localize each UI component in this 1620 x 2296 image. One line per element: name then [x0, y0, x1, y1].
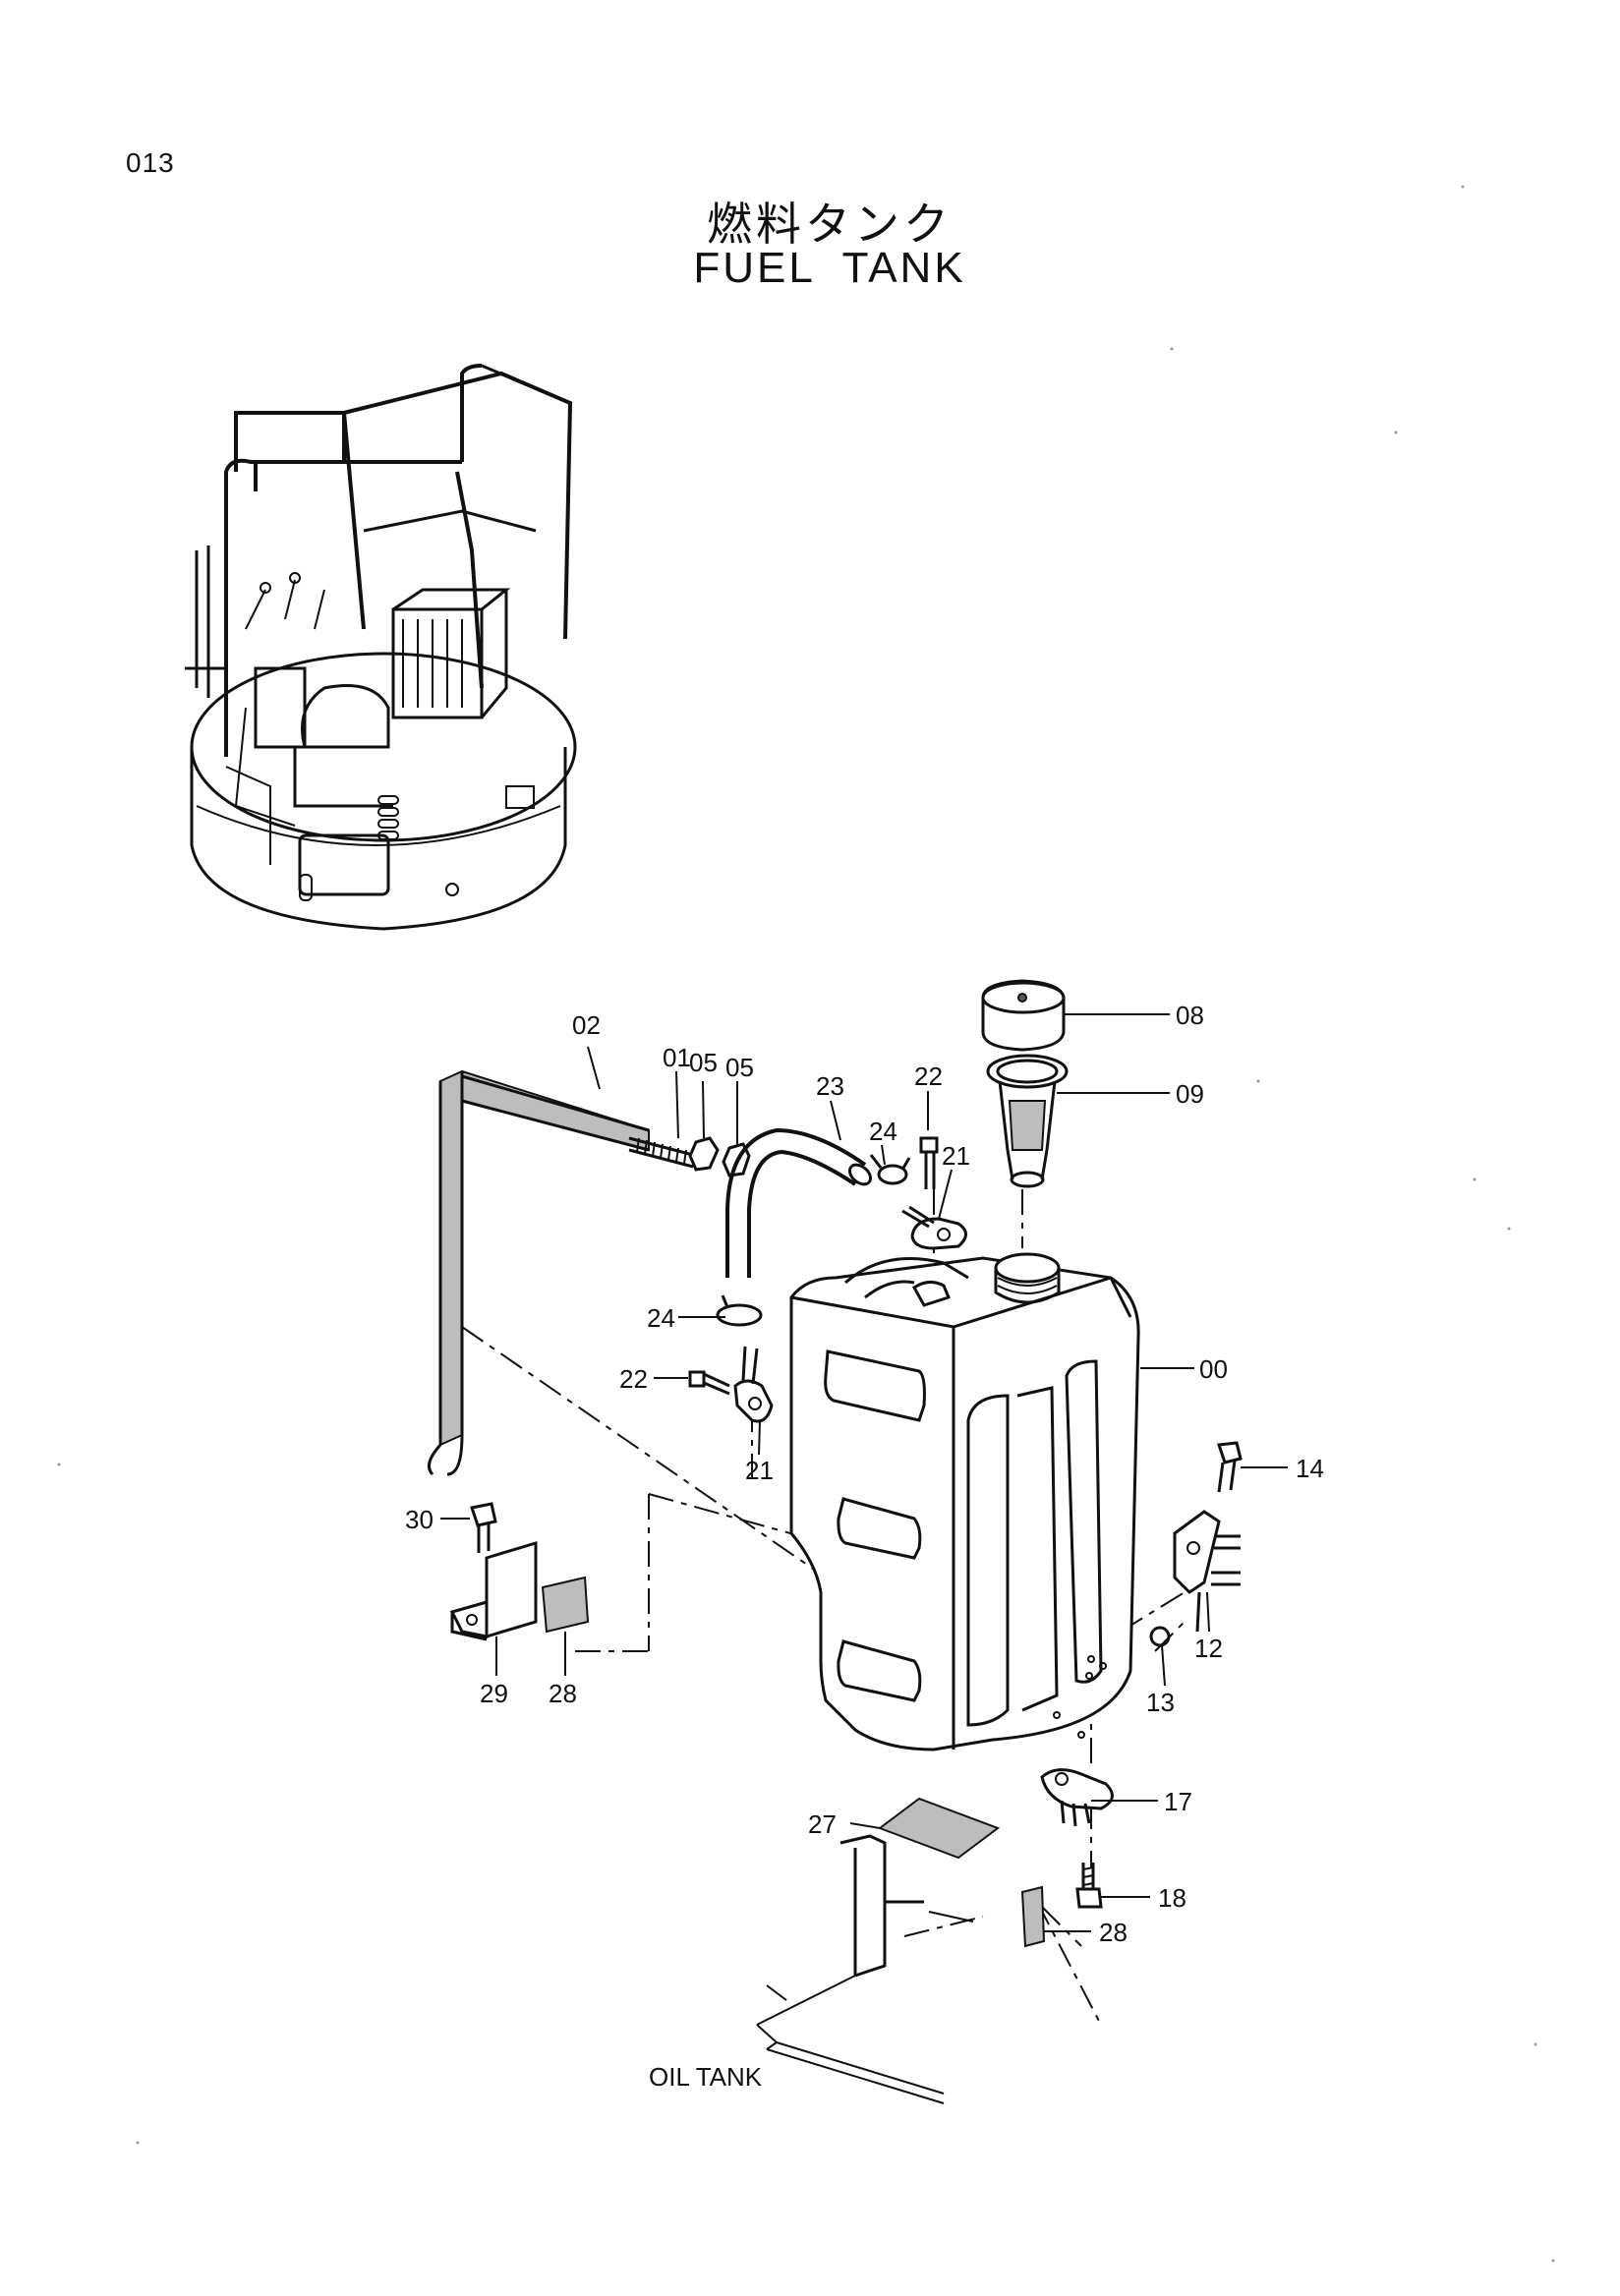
- callout-24-side: 24: [647, 1303, 675, 1333]
- callout-labels: 02 01 05 05 23 22 24 21 08 09 00 24 22 2…: [405, 1001, 1324, 2092]
- callout-24-top: 24: [869, 1117, 897, 1146]
- callout-17: 17: [1164, 1787, 1192, 1816]
- part-08-filler-cap: [981, 979, 1066, 1052]
- part-14-bolt: [1216, 1441, 1243, 1493]
- part-21-22-vent-fitting-side: [688, 1346, 774, 1423]
- callout-05-b: 05: [725, 1053, 754, 1082]
- title-english: FUEL TANK: [693, 244, 966, 292]
- part-27-pad: [877, 1797, 1001, 1860]
- part-17-drain-fitting: [1040, 1768, 1114, 1827]
- callout-leaders: [440, 1013, 1288, 1932]
- part-18-drain-bolt: [1075, 1863, 1103, 1909]
- callout-09: 09: [1176, 1079, 1204, 1109]
- callout-21-top: 21: [942, 1141, 970, 1171]
- oil-tank-label: OIL TANK: [649, 2062, 763, 2092]
- callout-13: 13: [1146, 1688, 1175, 1717]
- callout-23: 23: [816, 1071, 844, 1101]
- page-number: 013: [126, 147, 175, 178]
- excavator-overview-illustration: [185, 364, 577, 931]
- part-09-strainer: [986, 1054, 1069, 1188]
- part-12-level-sender: [1173, 1510, 1241, 1633]
- callout-21-side: 21: [745, 1456, 774, 1485]
- callout-22-top: 22: [914, 1062, 943, 1091]
- part-30-bolt: [470, 1502, 497, 1553]
- callout-27: 27: [808, 1809, 837, 1839]
- callout-18: 18: [1158, 1883, 1186, 1913]
- callout-01: 01: [663, 1043, 691, 1072]
- callout-28-left: 28: [549, 1679, 577, 1708]
- callout-00: 00: [1199, 1354, 1228, 1384]
- part-29-bracket: [449, 1540, 538, 1641]
- callout-28-right: 28: [1099, 1918, 1128, 1947]
- oil-tank-outline: [756, 1834, 974, 2104]
- part-13-o-ring: [1149, 1626, 1171, 1647]
- callout-30: 30: [405, 1505, 434, 1534]
- callout-05-a: 05: [689, 1048, 718, 1077]
- callout-02: 02: [572, 1010, 601, 1040]
- part-21-22-vent-fitting-top: [901, 1136, 967, 1250]
- part-23-vent-hose: [725, 1127, 873, 1278]
- callout-08: 08: [1176, 1001, 1204, 1030]
- scan-specks: [57, 185, 1555, 2263]
- part-00-fuel-tank: [789, 1252, 1140, 1751]
- callout-14: 14: [1296, 1454, 1324, 1483]
- title-japanese: 燃料タンク: [707, 198, 953, 251]
- part-02-tank-strap: [427, 1069, 694, 1476]
- part-28-pad-left: [541, 1576, 590, 1634]
- callout-29: 29: [480, 1679, 508, 1708]
- callout-22-side: 22: [619, 1364, 648, 1394]
- part-24-hose-clamps: [716, 1154, 911, 1327]
- callout-12: 12: [1194, 1634, 1223, 1663]
- part-28-pad-right: [1020, 1885, 1046, 1948]
